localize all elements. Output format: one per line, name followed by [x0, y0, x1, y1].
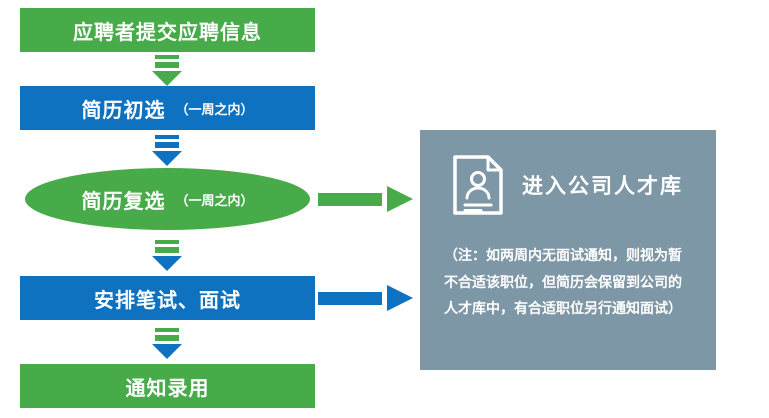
talent-pool-header: 进入公司人才库: [420, 130, 716, 216]
arrow-stripe: [155, 55, 179, 59]
step-arrange-tests-interview: 安排笔试、面试: [20, 276, 315, 320]
arrow-head-down-icon: [152, 151, 182, 166]
arrow-bar: [318, 291, 382, 305]
arrow-stripe: [155, 142, 179, 148]
step-initial-duration: （一周之内）: [175, 101, 254, 117]
arrow-head-down-icon: [152, 344, 182, 359]
arrow-head-right-icon: [387, 285, 413, 311]
step-submit-application-label: 应聘者提交应聘信息: [73, 21, 262, 44]
step-submit-application: 应聘者提交应聘信息: [20, 8, 315, 52]
step-recheck-duration: （一周之内）: [175, 192, 254, 208]
step-resume-recheck: 简历复选 （一周之内）: [25, 168, 310, 230]
resume-person-document-icon: [453, 155, 503, 215]
down-arrow-3: [152, 240, 182, 271]
talent-pool-panel: 进入公司人才库 （注：如两周内无面试通知，则视为暂不合适该职位，但简历会保留到公…: [420, 130, 716, 370]
step-interview-label: 安排笔试、面试: [94, 289, 241, 312]
arrow-head-right-icon: [387, 186, 413, 212]
down-arrow-4: [152, 328, 182, 359]
arrow-head-down-icon: [152, 71, 182, 86]
step-offer-label: 通知录用: [125, 377, 210, 400]
step-resume-initial-screening: 简历初选 （一周之内）: [20, 86, 315, 130]
talent-pool-note: （注：如两周内无面试通知，则视为暂不合适该职位，但简历会保留到公司的人才库中，有…: [444, 247, 682, 317]
arrow-stripe: [155, 247, 179, 253]
talent-pool-title: 进入公司人才库: [522, 175, 683, 198]
arrow-stripe: [155, 62, 179, 68]
down-arrow-2: [152, 135, 182, 166]
step-initial-label: 简历初选: [81, 99, 166, 122]
arrow-bar: [318, 192, 382, 206]
arrow-stripe: [155, 135, 179, 139]
right-arrow-from-recheck: [318, 186, 413, 212]
step-offer-notification: 通知录用: [20, 364, 315, 408]
right-arrow-from-interview: [318, 285, 413, 311]
arrow-stripe: [155, 328, 179, 332]
arrow-stripe: [155, 240, 179, 244]
step-recheck-label: 简历复选: [81, 190, 166, 213]
arrow-head-down-icon: [152, 256, 182, 271]
down-arrow-1: [152, 55, 182, 86]
arrow-stripe: [155, 335, 179, 341]
